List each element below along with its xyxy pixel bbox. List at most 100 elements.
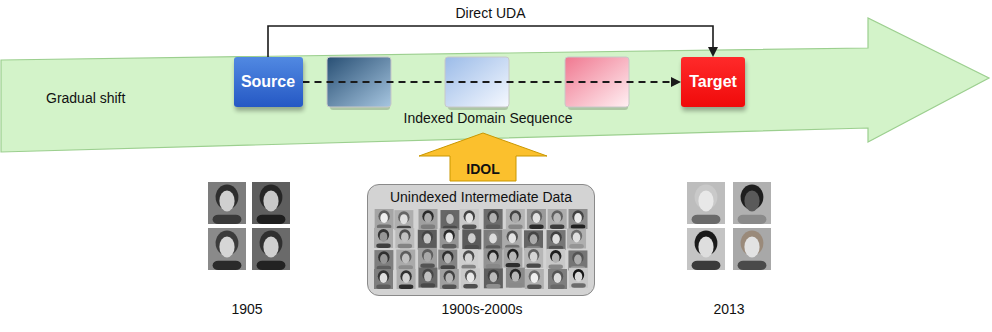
- portrait-hair: [550, 250, 561, 262]
- gradual-sequence-arrow: [303, 77, 682, 87]
- portrait-ground: [548, 269, 567, 289]
- direct-adaptation-arrow: [268, 26, 718, 57]
- arrowhead: [671, 77, 681, 87]
- portrait: [374, 228, 393, 248]
- portrait-face: [744, 236, 759, 257]
- portrait-hair: [378, 229, 389, 241]
- portrait-ground: [418, 230, 437, 250]
- portrait-hair: [400, 270, 411, 282]
- portrait: [438, 250, 457, 270]
- portrait-face: [552, 234, 560, 244]
- portrait-ground: [418, 268, 437, 288]
- portrait-ground: [395, 228, 414, 248]
- arrow-label: IDOL: [466, 161, 499, 178]
- band-label: Gradual shift: [46, 90, 125, 107]
- portrait-shoulders: [420, 263, 434, 267]
- portrait-ground: [506, 209, 525, 229]
- connector-line: [303, 81, 672, 83]
- portrait-hair: [487, 250, 498, 262]
- portrait-shoulders: [213, 215, 242, 224]
- portrait-hair: [443, 230, 454, 242]
- band-label: Indexed Domain Sequence: [404, 110, 573, 127]
- portrait-face: [530, 252, 538, 262]
- portrait-face: [530, 234, 538, 244]
- portrait: [440, 228, 459, 248]
- portrait: [460, 209, 479, 229]
- portrait-ground: [546, 249, 565, 269]
- portrait-ground: [208, 182, 246, 224]
- portrait: [374, 250, 393, 270]
- portrait: [461, 268, 480, 288]
- portrait-hair: [487, 210, 498, 222]
- portrait: [503, 248, 522, 268]
- portrait: [484, 248, 503, 268]
- portrait-shoulders: [486, 225, 500, 229]
- portrait: [208, 182, 246, 224]
- portrait-face: [465, 253, 473, 263]
- portrait-shoulders: [257, 215, 286, 224]
- portrait: [208, 228, 246, 270]
- portrait-shoulders: [508, 283, 522, 287]
- portrait: [525, 269, 544, 289]
- portrait: [252, 182, 290, 224]
- portrait-hair: [529, 270, 540, 282]
- portrait-hair: [422, 249, 433, 261]
- portrait-face: [489, 234, 497, 244]
- portrait: [459, 249, 478, 269]
- band-arrow-shape: [0, 0, 992, 160]
- portrait-hair: [507, 249, 518, 261]
- portrait-shoulders: [508, 225, 522, 229]
- portrait-hair: [398, 211, 409, 223]
- portrait-face: [512, 213, 520, 223]
- portrait-hair: [378, 210, 389, 222]
- portrait-hair: [507, 230, 518, 242]
- portrait-shoulders: [486, 284, 500, 288]
- portrait-face: [554, 273, 562, 283]
- portrait-shoulders: [526, 263, 540, 267]
- portrait-face: [573, 232, 581, 242]
- portrait-face: [380, 213, 388, 223]
- portrait-ground: [733, 228, 771, 270]
- portrait-face: [380, 273, 388, 283]
- portrait-ground: [484, 248, 503, 268]
- portrait: [524, 230, 543, 250]
- portrait-ground: [252, 182, 290, 224]
- portrait: [418, 268, 437, 288]
- portrait-hair: [572, 252, 583, 264]
- portrait-shoulders: [571, 225, 585, 229]
- portrait: [527, 209, 546, 229]
- portrait: [503, 229, 522, 249]
- portrait-shoulders: [421, 283, 435, 287]
- portrait-face: [445, 232, 453, 242]
- portrait: [462, 229, 481, 249]
- portrait-hair: [378, 270, 389, 282]
- portrait-face: [698, 236, 713, 257]
- portrait-face: [445, 273, 453, 283]
- portrait-face: [574, 213, 582, 223]
- portrait-ground: [462, 229, 481, 249]
- portrait: [733, 228, 771, 270]
- portrait-hair: [466, 231, 477, 243]
- source-domain-box: Source: [234, 57, 303, 107]
- portrait-shoulders: [376, 243, 390, 247]
- portrait-face: [423, 234, 431, 244]
- portrait: [548, 209, 567, 229]
- portrait: [418, 248, 437, 268]
- portrait-hair: [422, 231, 433, 243]
- connector-line: [268, 26, 713, 57]
- portrait-face: [424, 252, 432, 262]
- portrait-face: [489, 252, 497, 262]
- portrait-hair: [528, 249, 539, 261]
- portrait: [374, 269, 393, 289]
- portrait-ground: [687, 182, 725, 224]
- portrait-shoulders: [550, 225, 564, 229]
- portrait-ground: [374, 269, 393, 289]
- portrait-ground: [503, 248, 522, 268]
- portrait-face: [424, 272, 432, 282]
- box-label: Target: [689, 72, 737, 91]
- portrait-ground: [548, 209, 567, 229]
- portrait-ground: [396, 250, 415, 270]
- portrait: [506, 268, 525, 288]
- portrait-hair: [510, 269, 521, 281]
